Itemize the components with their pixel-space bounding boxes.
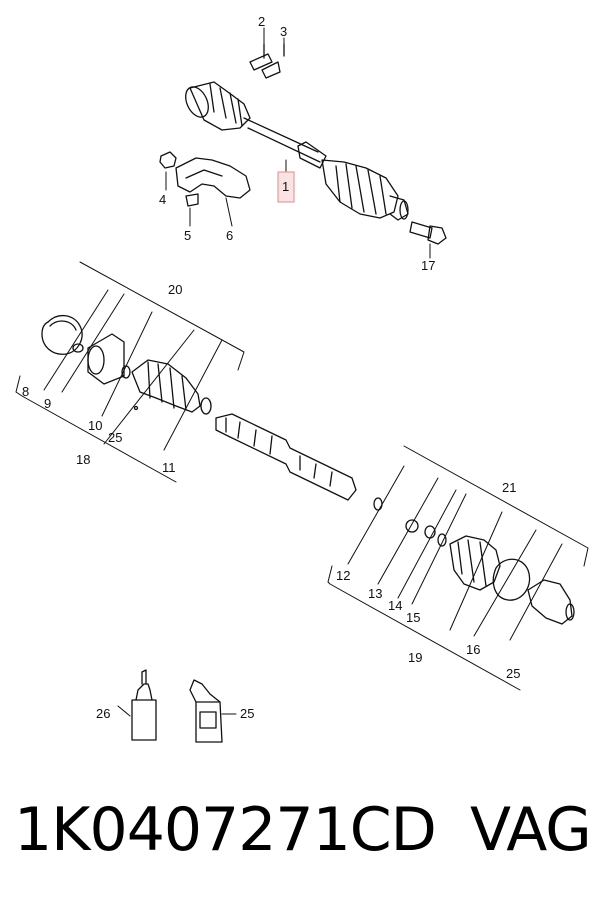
callout-8: 8 <box>22 384 29 399</box>
highlight-box <box>277 171 295 203</box>
callout-17: 17 <box>421 258 435 273</box>
callout-9: 9 <box>44 396 51 411</box>
bolt-pair <box>249 43 285 79</box>
part-number: 1K0407271CD <box>14 795 437 865</box>
callout-26: 26 <box>96 706 110 721</box>
grease-tube <box>189 679 223 743</box>
outer-joint-kit <box>405 519 575 625</box>
callout-21: 21 <box>502 480 516 495</box>
callout-16: 16 <box>466 642 480 657</box>
callout-4: 4 <box>159 192 166 207</box>
callout-25c: 25 <box>240 706 254 721</box>
callout-2: 2 <box>258 14 265 29</box>
inner-joint-kit <box>41 315 212 415</box>
heat-shield-bracket <box>175 157 251 199</box>
nut <box>159 151 177 169</box>
callout-10: 10 <box>88 418 102 433</box>
callout-1: 1 <box>282 179 289 194</box>
hex-bolt <box>409 221 447 245</box>
callout-14: 14 <box>388 598 402 613</box>
callout-15: 15 <box>406 610 420 625</box>
drive-shaft-assembly <box>185 81 409 221</box>
group-bracket-right <box>327 445 589 691</box>
leader-lines <box>117 27 431 717</box>
callout-13: 13 <box>368 586 382 601</box>
splined-shaft <box>215 413 383 511</box>
exploded-parts-diagram: 1 2 3 4 5 6 17 20 8 9 10 25 18 11 21 12 … <box>15 14 589 743</box>
sealant-bottle <box>131 669 157 741</box>
small-bolt <box>185 193 199 207</box>
callout-25b: 25 <box>506 666 520 681</box>
callout-labels: 1 2 3 4 5 6 17 20 8 9 10 25 18 11 21 12 … <box>22 14 520 721</box>
callout-5: 5 <box>184 228 191 243</box>
callout-12: 12 <box>336 568 350 583</box>
brand-label: VAG <box>470 795 592 865</box>
callout-3: 3 <box>280 24 287 39</box>
callout-6: 6 <box>226 228 233 243</box>
callout-18: 18 <box>76 452 90 467</box>
group-bracket-left <box>15 261 245 483</box>
callout-25a: 25 <box>108 430 122 445</box>
callout-11: 11 <box>162 460 176 475</box>
callout-19: 19 <box>408 650 422 665</box>
callout-20: 20 <box>168 282 182 297</box>
